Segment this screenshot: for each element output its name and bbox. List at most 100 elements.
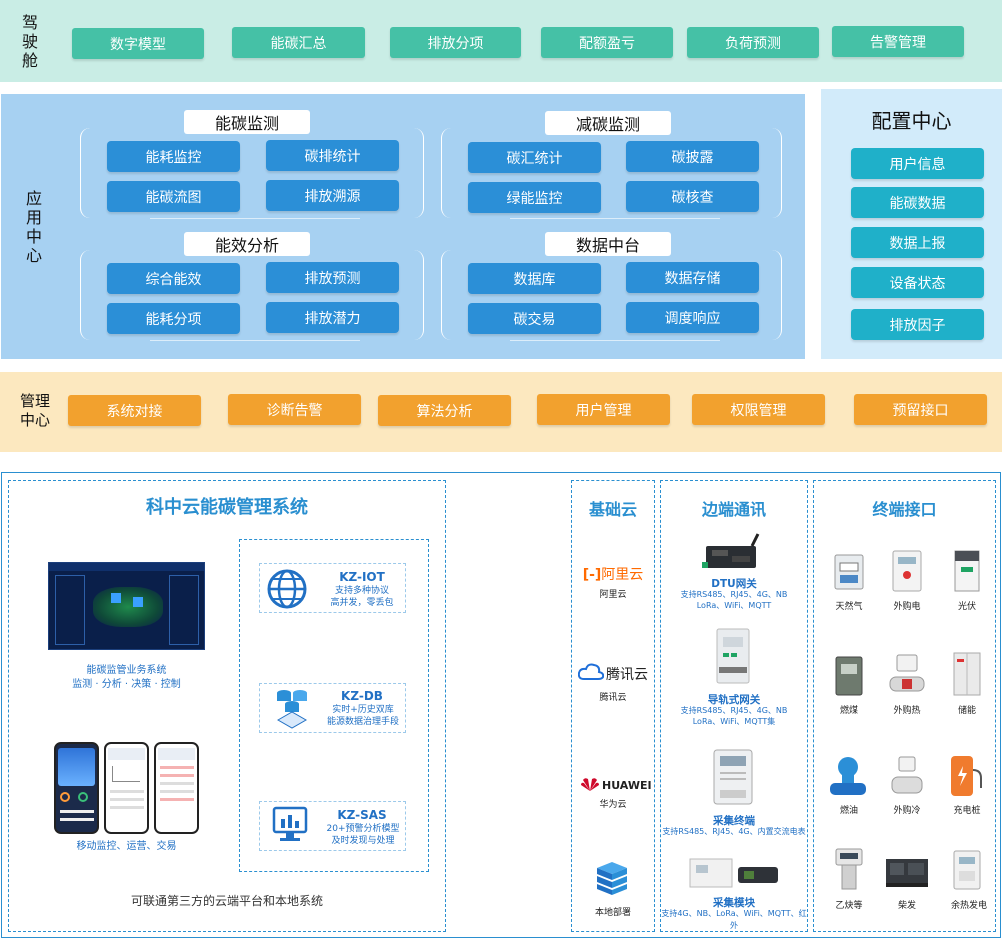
terminal-label-waste-heat: 余热发电 [950,901,987,911]
collector-terminal-icon [713,749,753,805]
cockpit-button-load-forecast[interactable]: 负荷预测 [687,27,819,58]
bracket-left [80,128,98,218]
coal-meter-icon [835,656,863,696]
platform-system-box [8,480,446,932]
cockpit-button-quota[interactable]: 配额盈亏 [541,27,673,58]
globe-icon [267,569,307,609]
cloud-name-huawei: 华为云 [599,800,627,810]
terminal-label-natural-gas: 天然气 [835,602,863,612]
cockpit-button-digital-model[interactable]: 数字模型 [72,28,204,59]
module-name-iot: KZ-IOT [339,570,385,584]
app-button-carbon-disclosure[interactable]: 碳披露 [626,141,759,172]
bracket-right [406,128,424,218]
mobile-phone-1 [54,742,99,834]
dashboard-screenshot [48,562,205,650]
config-button-data-report[interactable]: 数据上报 [851,227,984,258]
diesel-generator-icon [886,859,928,887]
cloud-name-tencent: 腾讯云 [599,693,627,703]
platform-footer: 可联通第三方的云端平台和本地系统 [130,894,323,908]
terminal-label-purchased-power: 外购电 [893,602,921,612]
app-button-carbon-flow[interactable]: 能碳流图 [107,181,240,212]
tencent-logo-text: 腾讯云 [606,667,648,683]
cloud-name-local: 本地部署 [594,908,631,918]
edge-desc-collector-1: 支持RS485、RJ45、4G、内置交流电表 [662,827,806,836]
mgmt-button-system-integration[interactable]: 系统对接 [68,395,201,426]
edge-desc-dtu-1: 支持RS485、RJ45、4G、NB [680,590,788,599]
app-button-carbon-sink[interactable]: 碳汇统计 [468,142,601,173]
module-desc-iot-1: 支持多种协议 [334,586,389,596]
config-center-title: 配置中心 [871,109,952,133]
waste-heat-meter-icon [953,850,981,890]
edge-desc-dtu-2: LoRa、WiFi、MQTT [696,601,772,610]
edge-desc-module-1: 支持4G、NB、LoRa、WiFi、MQTT、红外 [661,909,807,930]
bracket-right [764,128,782,218]
terminal-label-pv: 光伏 [957,602,976,612]
group-title-energy-monitoring: 能碳监测 [184,110,310,134]
module-name-sas: KZ-SAS [337,808,387,822]
app-button-data-storage[interactable]: 数据存储 [626,262,759,293]
modules-box [239,539,429,872]
module-name-db: KZ-DB [341,689,383,703]
mgmt-button-reserved-interface[interactable]: 预留接口 [854,394,987,425]
config-button-user-info[interactable]: 用户信息 [851,148,984,179]
app-button-database[interactable]: 数据库 [468,263,601,294]
terminal-title: 终端接口 [872,500,937,519]
terminal-label-purchased-heat: 外购热 [893,706,921,716]
module-desc-sas-1: 20+预警分析模型 [326,824,400,834]
mobile-phone-2 [104,742,149,834]
terminal-label-charging-pile: 充电桩 [953,806,981,816]
app-button-emission-forecast[interactable]: 排放预测 [266,262,399,293]
app-button-emission-trace[interactable]: 排放溯源 [266,180,399,211]
cockpit-button-emission-breakdown[interactable]: 排放分项 [390,27,521,58]
database-icon [276,690,308,729]
terminal-label-coal: 燃煤 [839,706,858,716]
mobile-phone-3 [154,742,199,834]
bracket-left [441,128,459,218]
mgmt-button-diagnosis-alarm[interactable]: 诊断告警 [228,394,361,425]
terminal-label-acetylene: 乙炔等 [835,901,863,911]
terminal-label-purchased-cooling: 外购冷 [893,806,921,816]
edge-name-dtu: DTU网关 [711,578,757,590]
divider-line [510,340,720,341]
app-button-energy-breakdown[interactable]: 能耗分项 [107,303,240,334]
group-title-carbon-reduction: 减碳监测 [545,111,671,135]
group-title-efficiency-analysis: 能效分析 [184,232,310,256]
app-button-green-energy[interactable]: 绿能监控 [468,182,601,213]
cloud-name-aliyun: 阿里云 [599,590,627,600]
edge-name-rail: 导轨式网关 [707,694,761,706]
mgmt-button-algorithm-analysis[interactable]: 算法分析 [378,395,511,426]
edge-name-collector: 采集终端 [713,815,755,827]
app-button-carbon-audit[interactable]: 碳核查 [626,181,759,212]
divider-line [150,340,360,341]
app-button-emission-potential[interactable]: 排放潜力 [266,302,399,333]
cockpit-button-alarm[interactable]: 告警管理 [832,26,964,57]
mobile-caption: 移动监控、运营、交易 [76,841,177,852]
heat-meter-icon [889,654,925,692]
dashboard-caption-sub: 监测 · 分析 · 决策 · 控制 [72,679,181,690]
group-title-data-platform: 数据中台 [545,232,671,256]
app-button-dispatch-response[interactable]: 调度响应 [626,302,759,333]
app-button-overall-efficiency[interactable]: 综合能效 [107,263,240,294]
app-button-carbon-trading[interactable]: 碳交易 [468,303,601,334]
aliyun-logo-text: 阿里云 [601,567,644,583]
config-button-emission-factor[interactable]: 排放因子 [851,309,984,340]
flow-meter-icon [830,757,866,795]
storage-cabinet-icon [953,652,981,696]
bracket-right [764,250,782,340]
edge-name-module: 采集模块 [713,897,755,909]
cold-meter-icon [891,756,923,794]
config-button-carbon-data[interactable]: 能碳数据 [851,187,984,218]
config-button-device-status[interactable]: 设备状态 [851,267,984,298]
module-desc-db-1: 实时+历史双库 [332,705,394,715]
app-button-emission-stats[interactable]: 碳排统计 [266,140,399,171]
module-card-db [259,683,406,733]
mgmt-button-user-management[interactable]: 用户管理 [537,394,670,425]
app-button-energy-monitor[interactable]: 能耗监控 [107,141,240,172]
module-desc-sas-2: 及时发现与处理 [331,836,395,846]
divider-line [510,218,720,219]
platform-title: 科中云能碳管理系统 [146,497,308,518]
cockpit-button-energy-summary[interactable]: 能碳汇总 [232,27,365,58]
cockpit-label: 驾驶舱 [21,13,38,70]
edge-title: 边端通讯 [701,500,766,519]
mgmt-button-permission[interactable]: 权限管理 [692,394,825,425]
